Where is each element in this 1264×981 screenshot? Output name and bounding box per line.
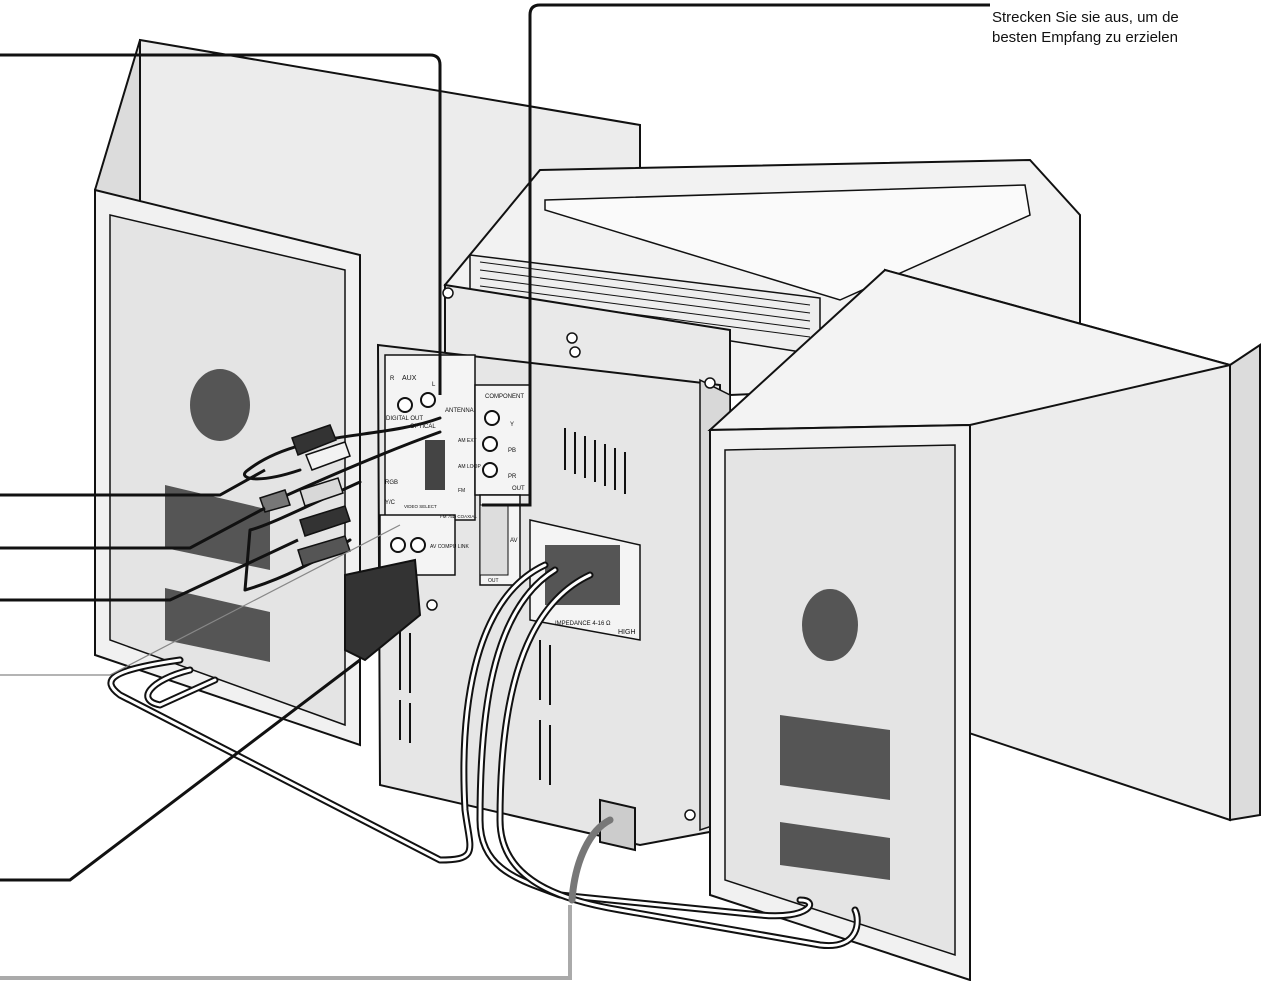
label-comp-out: OUT: [512, 486, 525, 492]
right-speaker: [707, 268, 1261, 981]
callout-line-scart: [0, 658, 361, 882]
callout-line-aux: [0, 53, 442, 395]
antenna-caption: Strecken Sie sie aus, um de besten Empfa…: [992, 8, 1264, 48]
callout-lines: [0, 3, 990, 882]
label-optical: OPTICAL: [410, 424, 436, 430]
callout-line-power: [0, 905, 572, 980]
right-port-lower: [780, 822, 890, 880]
caption-line-1: Strecken Sie sie aus, um de: [992, 9, 1179, 26]
label-comp-pb: PB: [508, 448, 516, 454]
label-video-select: VIDEO SELECT: [404, 504, 437, 509]
label-digital-out: DIGITAL OUT: [386, 416, 423, 422]
label-impedance: IMPEDANCE 4-16 Ω: [555, 621, 611, 627]
left-port-lower: [165, 588, 270, 662]
screws: [426, 287, 716, 821]
label-av-out: OUT: [488, 578, 499, 584]
label-av: AV: [510, 538, 518, 544]
label-rgb: RGB: [385, 480, 398, 486]
label-comp-y: Y: [510, 422, 514, 428]
side-vents: [399, 428, 626, 785]
label-yc: Y/C: [385, 500, 396, 506]
label-av-compu-link: AV COMPU LINK: [430, 544, 469, 550]
callout-line-speaker: [0, 524, 401, 676]
label-aux-l: L: [432, 382, 436, 388]
label-am-ext: AM EXT: [458, 438, 477, 444]
callout-line-video: [0, 538, 299, 602]
caption-line-2: besten Empfang zu erzielen: [992, 29, 1178, 46]
left-woofer: [190, 369, 250, 441]
label-antenna: ANTENNA: [445, 408, 474, 414]
callout-line-audio: [0, 468, 266, 497]
label-comp-pr: PR: [508, 474, 517, 480]
label-aux-r: R: [390, 376, 395, 382]
right-woofer: [802, 589, 858, 661]
right-port-upper: [780, 715, 890, 800]
label-fm: FM: [458, 488, 465, 494]
callout-line-antenna: [482, 3, 990, 507]
label-coaxial: FM 75Ω COAXIAL: [440, 514, 477, 519]
label-am-loop: AM LOOP: [458, 464, 481, 470]
label-component: COMPONENT: [485, 394, 524, 400]
label-aux: AUX: [402, 375, 417, 382]
label-high: HIGH: [618, 629, 636, 636]
callout-line-digital: [0, 506, 266, 550]
scart-plug: [344, 558, 422, 662]
